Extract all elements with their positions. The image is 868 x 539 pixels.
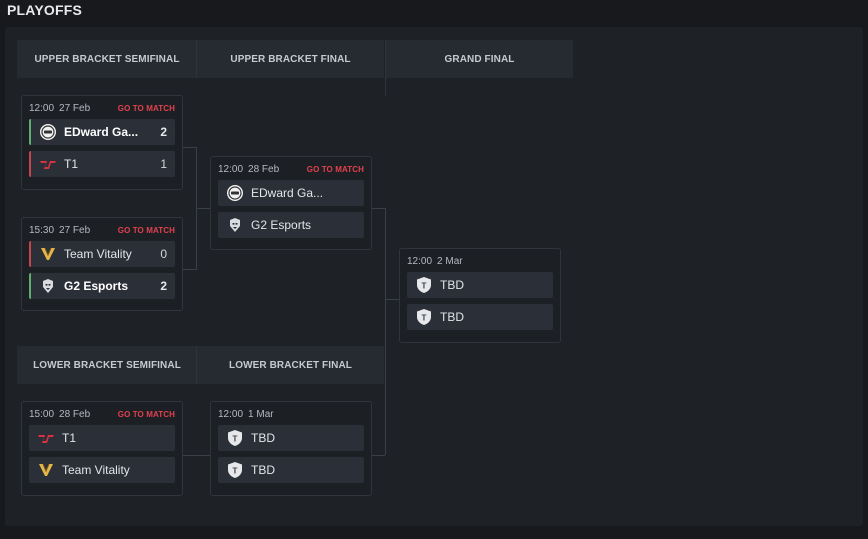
match-header: 15:00 28 Feb GO TO MATCH — [29, 408, 175, 420]
team-row[interactable]: T1 1 — [29, 151, 175, 177]
match-time: 12:00 — [218, 408, 244, 420]
svg-text:T: T — [422, 314, 427, 323]
bracket-connector — [385, 208, 386, 455]
bracket-connector — [372, 208, 385, 209]
team-name: Team Vitality — [64, 247, 132, 261]
team-name: EDward Ga... — [251, 186, 324, 200]
go-to-match-link[interactable]: GO TO MATCH — [117, 225, 175, 235]
svg-text:T: T — [422, 282, 427, 291]
round-header-label: LOWER BRACKET SEMIFINAL — [33, 359, 181, 371]
match-time: 15:00 — [29, 408, 55, 420]
team-row[interactable]: G2 Esports 2 — [29, 273, 175, 299]
match-date: 1 Mar — [248, 408, 274, 420]
edward-gaming-logo-icon — [226, 184, 244, 202]
bracket-connector — [183, 455, 210, 456]
svg-text:T: T — [233, 435, 238, 444]
team-row[interactable]: T TBD — [218, 425, 364, 451]
round-header-label: UPPER BRACKET SEMIFINAL — [34, 53, 180, 65]
round-header-upper-semifinal: UPPER BRACKET SEMIFINAL — [17, 40, 197, 78]
team-name: T1 — [62, 431, 77, 445]
bracket-connector — [196, 208, 210, 209]
tbd-shield-icon: T — [226, 461, 244, 479]
match-card-upper-final: 12:00 28 Feb GO TO MATCH EDward Ga... G2… — [210, 156, 372, 250]
round-header-label: GRAND FINAL — [444, 53, 515, 65]
match-date: 28 Feb — [248, 163, 280, 175]
match-time: 12:00 — [29, 102, 55, 114]
match-header: 15:30 27 Feb GO TO MATCH — [29, 224, 175, 236]
match-card-upper-semifinal-2: 15:30 27 Feb GO TO MATCH Team Vitality 0… — [21, 217, 183, 311]
match-date: 2 Mar — [437, 255, 463, 267]
bracket-connector — [183, 269, 196, 270]
match-date: 28 Feb — [59, 408, 91, 420]
round-header-label: UPPER BRACKET FINAL — [230, 53, 351, 65]
team-name: G2 Esports — [64, 279, 129, 293]
tbd-shield-icon: T — [415, 308, 433, 326]
match-date: 27 Feb — [59, 102, 91, 114]
match-card-upper-semifinal-1: 12:00 27 Feb GO TO MATCH EDward Ga... 2 … — [21, 95, 183, 190]
match-card-grand-final: 12:00 2 Mar T TBD T TBD — [399, 248, 561, 343]
go-to-match-link[interactable]: GO TO MATCH — [117, 409, 175, 419]
bracket-connector — [385, 299, 399, 300]
round-divider — [385, 40, 386, 96]
vitality-bee-icon — [39, 245, 57, 263]
team-name: TBD — [440, 310, 464, 324]
round-header-label: LOWER BRACKET FINAL — [229, 359, 352, 371]
g2-samurai-icon — [226, 216, 244, 234]
team-row[interactable]: EDward Ga... — [218, 180, 364, 206]
round-header-lower-semifinal: LOWER BRACKET SEMIFINAL — [17, 346, 197, 384]
svg-text:T: T — [233, 467, 238, 476]
match-time: 12:00 — [218, 163, 244, 175]
t1-logo-icon — [37, 429, 55, 447]
bracket-connector — [372, 455, 385, 456]
team-score: 1 — [160, 157, 167, 171]
edward-gaming-logo-icon — [39, 123, 57, 141]
round-header-grand-final: GRAND FINAL — [386, 40, 573, 78]
match-time: 12:00 — [407, 255, 433, 267]
team-name: T1 — [64, 157, 79, 171]
team-name: G2 Esports — [251, 218, 312, 232]
team-row[interactable]: EDward Ga... 2 — [29, 119, 175, 145]
team-name: TBD — [440, 278, 464, 292]
g2-samurai-icon — [39, 277, 57, 295]
team-row[interactable]: T1 — [29, 425, 175, 451]
team-score: 2 — [160, 125, 167, 139]
match-card-lower-semifinal: 15:00 28 Feb GO TO MATCH T1 Team Vitalit… — [21, 401, 183, 496]
team-row[interactable]: G2 Esports — [218, 212, 364, 238]
round-header-upper-final: UPPER BRACKET FINAL — [197, 40, 384, 78]
match-header: 12:00 28 Feb GO TO MATCH — [218, 163, 364, 175]
round-divider — [196, 40, 197, 78]
bracket-connector — [183, 147, 196, 148]
team-name: EDward Ga... — [64, 125, 139, 139]
tbd-shield-icon: T — [226, 429, 244, 447]
team-row[interactable]: T TBD — [407, 272, 553, 298]
match-card-lower-final: 12:00 1 Mar T TBD T TBD — [210, 401, 372, 496]
team-row[interactable]: T TBD — [407, 304, 553, 330]
team-row[interactable]: Team Vitality 0 — [29, 241, 175, 267]
match-header: 12:00 1 Mar — [218, 408, 364, 420]
match-header: 12:00 2 Mar — [407, 255, 553, 267]
team-name: TBD — [251, 463, 275, 477]
team-name: Team Vitality — [62, 463, 130, 477]
tbd-shield-icon: T — [415, 276, 433, 294]
round-divider — [196, 346, 197, 384]
go-to-match-link[interactable]: GO TO MATCH — [117, 103, 175, 113]
match-header: 12:00 27 Feb GO TO MATCH — [29, 102, 175, 114]
team-score: 2 — [160, 279, 167, 293]
go-to-match-link[interactable]: GO TO MATCH — [306, 164, 364, 174]
team-name: TBD — [251, 431, 275, 445]
t1-logo-icon — [39, 155, 57, 173]
vitality-bee-icon — [37, 461, 55, 479]
match-date: 27 Feb — [59, 224, 91, 236]
page-title: PLAYOFFS — [7, 2, 82, 18]
round-header-lower-final: LOWER BRACKET FINAL — [197, 346, 384, 384]
team-row[interactable]: Team Vitality — [29, 457, 175, 483]
team-score: 0 — [160, 247, 167, 261]
team-row[interactable]: T TBD — [218, 457, 364, 483]
match-time: 15:30 — [29, 224, 55, 236]
